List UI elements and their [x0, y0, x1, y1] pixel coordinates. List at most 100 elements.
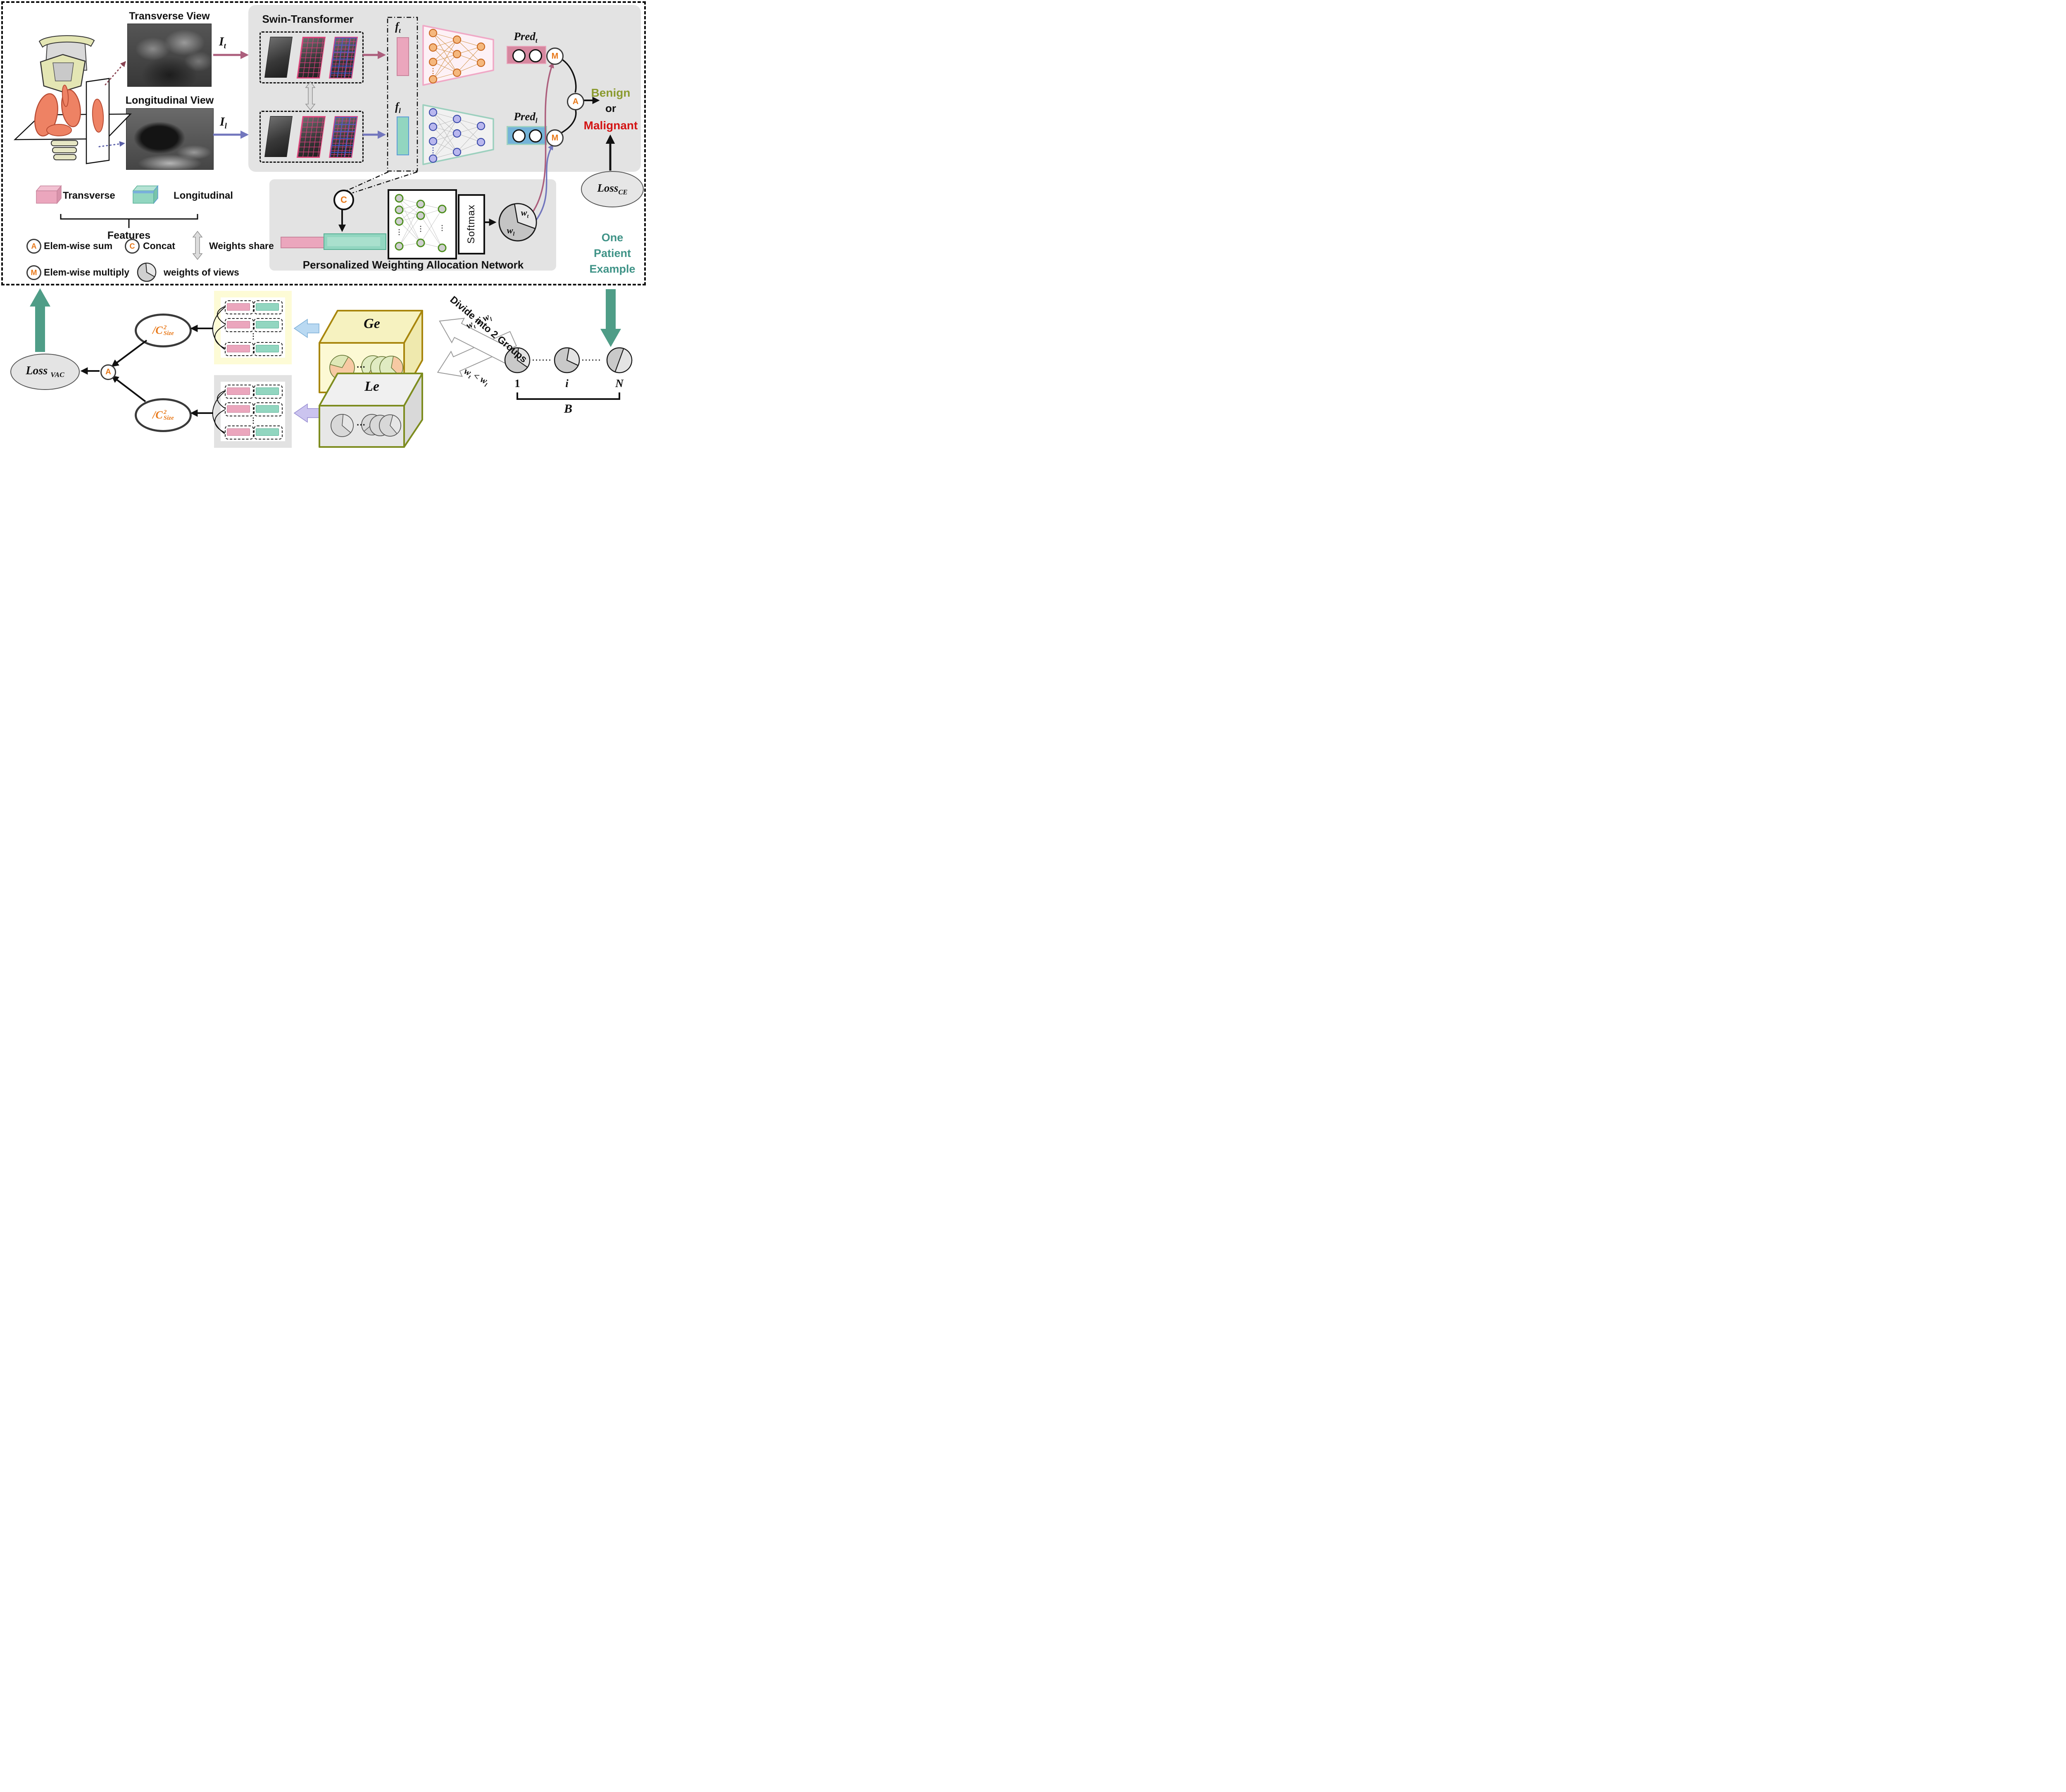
blue-arrow-ge-to-pairs — [293, 318, 319, 338]
decision-benign: Benign — [591, 86, 631, 99]
pred-neuron — [529, 49, 542, 62]
pair-cell-longitudinal — [254, 318, 283, 332]
le-dots: ··· — [357, 420, 366, 430]
arrow-c2ge-to-sum — [111, 340, 148, 367]
input-it-label: It — [219, 35, 226, 50]
multiply-node-transverse: M — [546, 48, 564, 65]
loss-ce-ellipse: LossCE — [581, 171, 644, 207]
feature-map-thumb-pink-grid — [296, 116, 326, 158]
ge-box-label: Ge — [364, 316, 380, 331]
pred-box-transverse — [507, 46, 546, 64]
pair-bar-teal — [256, 387, 279, 395]
batch-dots-1: ······ — [532, 356, 552, 364]
longitudinal-ultrasound-image — [126, 108, 214, 170]
softmax-box: Softmax — [458, 194, 485, 254]
pair-cell-transverse — [225, 318, 254, 332]
pair-cell-transverse — [225, 425, 254, 440]
loss-vac-ellipse: Loss VAC — [10, 354, 80, 390]
pair-bar-teal — [256, 428, 279, 436]
pred-box-longitudinal — [507, 126, 547, 145]
wl-label: wl — [507, 225, 515, 237]
longitudinal-view-title: Longitudinal View — [125, 94, 214, 106]
legend-longitudinal-label: Longitudinal — [174, 190, 233, 201]
condition-lt-label: wt < wl — [462, 366, 489, 389]
pred-neuron — [512, 49, 526, 62]
patient-line1: One — [601, 231, 624, 244]
pair-cell-longitudinal — [254, 300, 283, 314]
pair-bar-pink — [227, 345, 250, 352]
batch-size-label: B — [564, 402, 572, 416]
batch-dots-2: ······ — [582, 356, 602, 364]
batch-index-last: N — [615, 377, 624, 390]
sum-node-vac: A — [100, 364, 116, 380]
legend-multiply-label: Elem-wise multiply — [44, 267, 130, 278]
pie-i — [566, 347, 580, 366]
pair-bar-teal — [256, 303, 279, 311]
pair-cell-longitudinal — [254, 402, 283, 416]
batch-index-first: 1 — [514, 377, 520, 390]
le-box-label: Le — [364, 379, 379, 394]
lavender-arrow-le-to-pairs — [293, 403, 319, 423]
pair-cell-transverse — [225, 300, 254, 314]
legend-views-weights-label: weights of views — [164, 267, 239, 278]
pair-bar-pink — [227, 321, 250, 328]
le-group-pairs-box: ⋮ — [214, 375, 292, 448]
swin-block-longitudinal — [259, 111, 364, 163]
pair-bar-teal — [256, 321, 279, 328]
batch-index-mid: i — [565, 377, 569, 390]
pair-cell-transverse — [225, 385, 254, 399]
legend-sum-node: A — [26, 239, 41, 254]
feature-map-thumb-blue-grid — [328, 116, 358, 158]
softmax-label: Softmax — [466, 204, 477, 244]
pair-bar-teal — [256, 405, 279, 413]
input-il-label: Il — [220, 115, 227, 131]
pwan-title: Personalized Weighting Allocation Networ… — [302, 258, 524, 271]
pair-cell-longitudinal — [254, 342, 283, 356]
batch-bracket — [516, 392, 620, 400]
green-arrow-down — [600, 289, 621, 347]
pair-cell-transverse — [225, 402, 254, 416]
decision-or: or — [605, 102, 616, 114]
pair-bar-pink — [227, 387, 250, 395]
figure-canvas: Softmax ⋮ ⋮ — [0, 0, 647, 448]
wt-label: wt — [521, 207, 529, 219]
legend-sum-label: Elem-wise sum — [44, 240, 113, 251]
ge-group-pairs-box: ⋮ — [214, 291, 292, 364]
pair-bar-teal — [256, 345, 279, 352]
legend-multiply-node: M — [26, 265, 41, 280]
feature-ft-label: ft — [395, 20, 401, 35]
pred-t-label: Predt — [514, 30, 538, 45]
green-arrow-up — [30, 288, 50, 352]
vdots: ⋮ — [250, 416, 257, 425]
legend-concat-node: C — [125, 239, 140, 254]
pair-cell-transverse — [225, 342, 254, 356]
feature-fl-label: fl — [395, 100, 401, 115]
transverse-view-title: Transverse View — [129, 10, 210, 22]
swin-transformer-title: Swin-Transformer — [262, 12, 354, 25]
pie-N — [614, 348, 633, 373]
pred-l-label: Predl — [514, 110, 538, 125]
feature-vector-longitudinal — [397, 116, 409, 155]
legend-transverse-label: Transverse — [63, 190, 115, 201]
decision-malignant: Malignant — [583, 119, 638, 132]
pair-bar-pink — [227, 303, 250, 311]
feature-map-thumb-blue-grid — [328, 37, 358, 78]
arrow-c2le-to-sum — [111, 375, 146, 402]
feature-map-thumb-pink-grid — [296, 37, 326, 78]
swin-block-transverse — [259, 31, 364, 83]
legend-share-label: Weights share — [209, 240, 274, 251]
ge-dots: ··· — [357, 362, 366, 372]
patient-line2: Patient — [593, 247, 631, 259]
pred-neuron — [529, 129, 542, 143]
patient-line3: Example — [589, 262, 636, 275]
transverse-ultrasound-image — [127, 24, 212, 87]
pair-cell-longitudinal — [254, 385, 283, 399]
feature-map-thumb — [264, 37, 293, 78]
pred-neuron — [512, 129, 526, 143]
feature-map-thumb — [264, 116, 293, 157]
pair-bar-pink — [227, 428, 250, 436]
concat-node: C — [333, 190, 354, 210]
feature-vector-transverse — [397, 37, 409, 76]
